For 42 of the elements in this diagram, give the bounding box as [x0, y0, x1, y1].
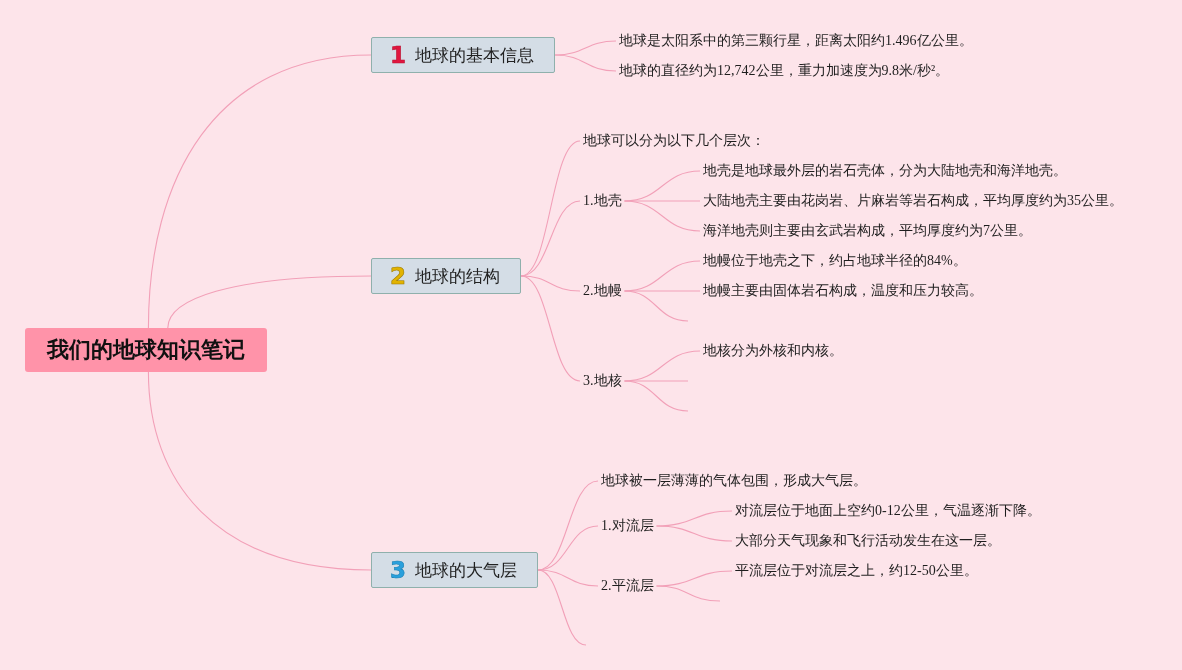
branch-line: [655, 585, 721, 602]
branch-line: [623, 380, 689, 412]
note-text: 对流层位于地面上空约0-12公里，气温逐渐下降。: [732, 502, 1044, 520]
note-text: 大部分天气现象和飞行活动发生在这一层。: [732, 532, 1004, 550]
topic-number: 3: [390, 558, 406, 582]
note-text: 地球被一层薄薄的气体包围，形成大气层。: [598, 472, 870, 490]
branch-line: [520, 200, 581, 277]
subtopic-label: 2.地幔: [580, 282, 625, 300]
branch-line: [147, 54, 372, 329]
subtopic-label: 1.对流层: [598, 517, 657, 535]
note-text: 地幔位于地壳之下，约占地球半径的84%。: [700, 252, 970, 270]
branch-line: [623, 200, 701, 232]
note-text: 海洋地壳则主要由玄武岩构成，平均厚度约为7公里。: [700, 222, 1035, 240]
branch-line: [520, 275, 581, 382]
branch-line: [167, 275, 372, 329]
branch-line: [537, 569, 587, 646]
note-text: 地球的直径约为12,742公里，重力加速度为9.8米/秒²。: [616, 62, 953, 80]
branch-line: [147, 371, 372, 571]
subtopic-label: 2.平流层: [598, 577, 657, 595]
topic-box: [371, 258, 521, 294]
note-text: 地幔主要由固体岩石构成，温度和压力较高。: [700, 282, 986, 300]
topic-label: 地球的基本信息: [415, 44, 534, 66]
branch-line: [537, 525, 599, 571]
topic-box: [371, 552, 538, 588]
branch-line: [623, 290, 689, 322]
note-text: 地球是太阳系中的第三颗行星，距离太阳约1.496亿公里。: [616, 32, 976, 50]
topic-label: 地球的结构: [415, 265, 500, 287]
subtopic-label: 1.地壳: [580, 192, 625, 210]
note-text: 地壳是地球最外层的岩石壳体，分为大陆地壳和海洋地壳。: [700, 162, 1070, 180]
central-topic: 我们的地球知识笔记: [25, 328, 267, 372]
topic-number: 2: [390, 264, 406, 288]
note-text: 地球可以分为以下几个层次：: [580, 132, 768, 150]
branch-line: [655, 525, 733, 542]
note-text: 平流层位于对流层之上，约12-50公里。: [732, 562, 981, 580]
subtopic-label: 3.地核: [580, 372, 625, 390]
topic-box: [371, 37, 555, 73]
branch-line: [554, 54, 617, 72]
topic-number: 1: [390, 43, 406, 67]
note-text: 地核分为外核和内核。: [700, 342, 846, 360]
topic-label: 地球的大气层: [415, 559, 517, 581]
note-text: 大陆地壳主要由花岗岩、片麻岩等岩石构成，平均厚度约为35公里。: [700, 192, 1126, 210]
branch-line: [554, 40, 617, 56]
